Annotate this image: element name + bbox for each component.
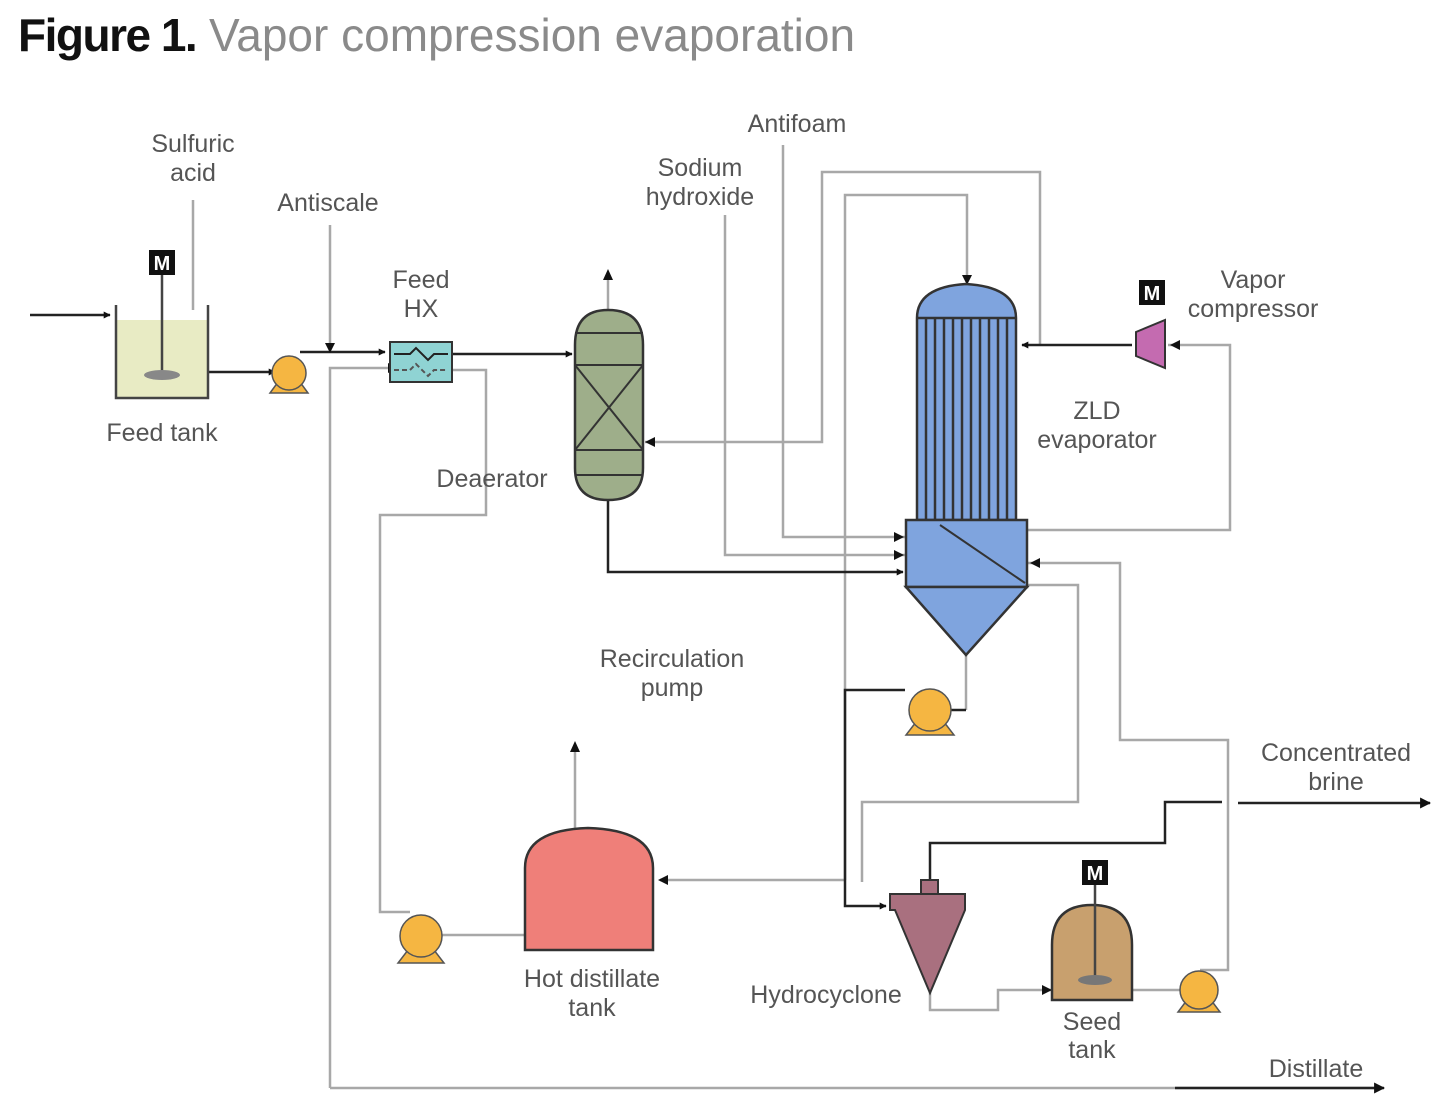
label-sulfuric-acid-line1: Sulfuric xyxy=(151,130,234,158)
hydrocyclone-underflow-line xyxy=(928,988,1052,1012)
figure-number: Figure 1. xyxy=(18,9,198,61)
label-feed-hx-line2: HX xyxy=(404,295,439,323)
seed-pump xyxy=(1176,970,1222,1013)
label-sodium-hydroxide-line2: hydroxide xyxy=(646,183,754,211)
hydrocyclone-overflow-line xyxy=(928,800,1222,880)
dark-pipe-lines xyxy=(30,311,1432,1094)
label-antiscale: Antiscale xyxy=(277,189,378,217)
zld-evaporator xyxy=(903,282,1030,657)
distillate-line-left xyxy=(328,366,390,1088)
diagram-labels: Sulfuric acid Antiscale Feed HX Sodium h… xyxy=(106,110,1411,1083)
deaerator-to-evap-line xyxy=(606,500,904,576)
deaerator-column xyxy=(573,280,645,502)
recirculation-pump xyxy=(904,688,956,736)
label-feed-tank: Feed tank xyxy=(106,419,218,447)
feed-tank-motor-icon xyxy=(149,250,175,275)
feed-tank-motor-label: M xyxy=(154,253,171,275)
hydrocyclone xyxy=(889,879,966,996)
vent-loop-line xyxy=(645,170,1042,444)
label-feed-hx-line1: Feed xyxy=(393,266,450,294)
evaporator-sump xyxy=(904,518,1029,589)
vapor-compressor: M xyxy=(1135,280,1166,370)
recirc-to-hydrocyclone-line xyxy=(843,688,905,910)
label-sulfuric-acid-line2: acid xyxy=(170,159,216,187)
feed-pump xyxy=(268,355,310,394)
figure-title: Figure 1. Vapor compression evaporation xyxy=(18,8,855,62)
distillate-pump xyxy=(396,914,446,964)
label-zld-line1: ZLD xyxy=(1073,397,1120,425)
evap-side-outlet-line xyxy=(860,583,1080,882)
label-hydrocyclone: Hydrocyclone xyxy=(750,981,901,1009)
feed-tank-walls xyxy=(114,305,210,400)
label-seed-tank-line1: Seed xyxy=(1063,1008,1121,1036)
figure-caption: Vapor compression evaporation xyxy=(209,9,856,61)
label-distillate: Distillate xyxy=(1269,1055,1363,1083)
feed-tank-impeller xyxy=(144,370,180,380)
feed-tank: M xyxy=(114,250,210,400)
label-concentrated-brine-line2: brine xyxy=(1308,768,1364,796)
sodium-hydroxide-line xyxy=(723,215,905,557)
label-vapor-compressor-line2: compressor xyxy=(1188,295,1319,323)
seed-recycle-line xyxy=(1028,561,1230,972)
label-concentrated-brine-line1: Concentrated xyxy=(1261,739,1411,767)
label-antifoam: Antifoam xyxy=(748,110,847,138)
seed-tank-motor-label: M xyxy=(1087,863,1104,885)
label-recirculation-pump-line1: Recirculation xyxy=(600,645,745,673)
hx-return-line xyxy=(378,368,488,914)
antifoam-line xyxy=(781,145,905,539)
label-hot-distillate-line1: Hot distillate xyxy=(524,965,660,993)
hot-distillate-tank xyxy=(523,826,655,952)
feed-hx xyxy=(389,341,453,383)
seed-tank-motor-icon xyxy=(1082,860,1108,885)
compressor-motor-label: M xyxy=(1144,283,1161,305)
flow-arrowheads xyxy=(325,269,1180,995)
grey-pipe-lines xyxy=(191,145,1380,1090)
label-vapor-compressor-line1: Vapor xyxy=(1221,266,1286,294)
label-deaerator: Deaerator xyxy=(436,465,547,493)
compressor-suction-line xyxy=(1026,343,1232,532)
evaporator-cone xyxy=(903,585,1030,657)
evaporator-tubes xyxy=(924,318,1009,520)
label-recirculation-pump-line2: pump xyxy=(641,674,704,702)
label-seed-tank-line2: tank xyxy=(1068,1036,1116,1064)
compressor-motor-icon xyxy=(1139,280,1165,305)
seed-tank: M xyxy=(1050,860,1134,1002)
label-zld-line2: evaporator xyxy=(1037,426,1157,454)
label-hot-distillate-line2: tank xyxy=(568,994,616,1022)
label-sodium-hydroxide-line1: Sodium xyxy=(658,154,743,182)
